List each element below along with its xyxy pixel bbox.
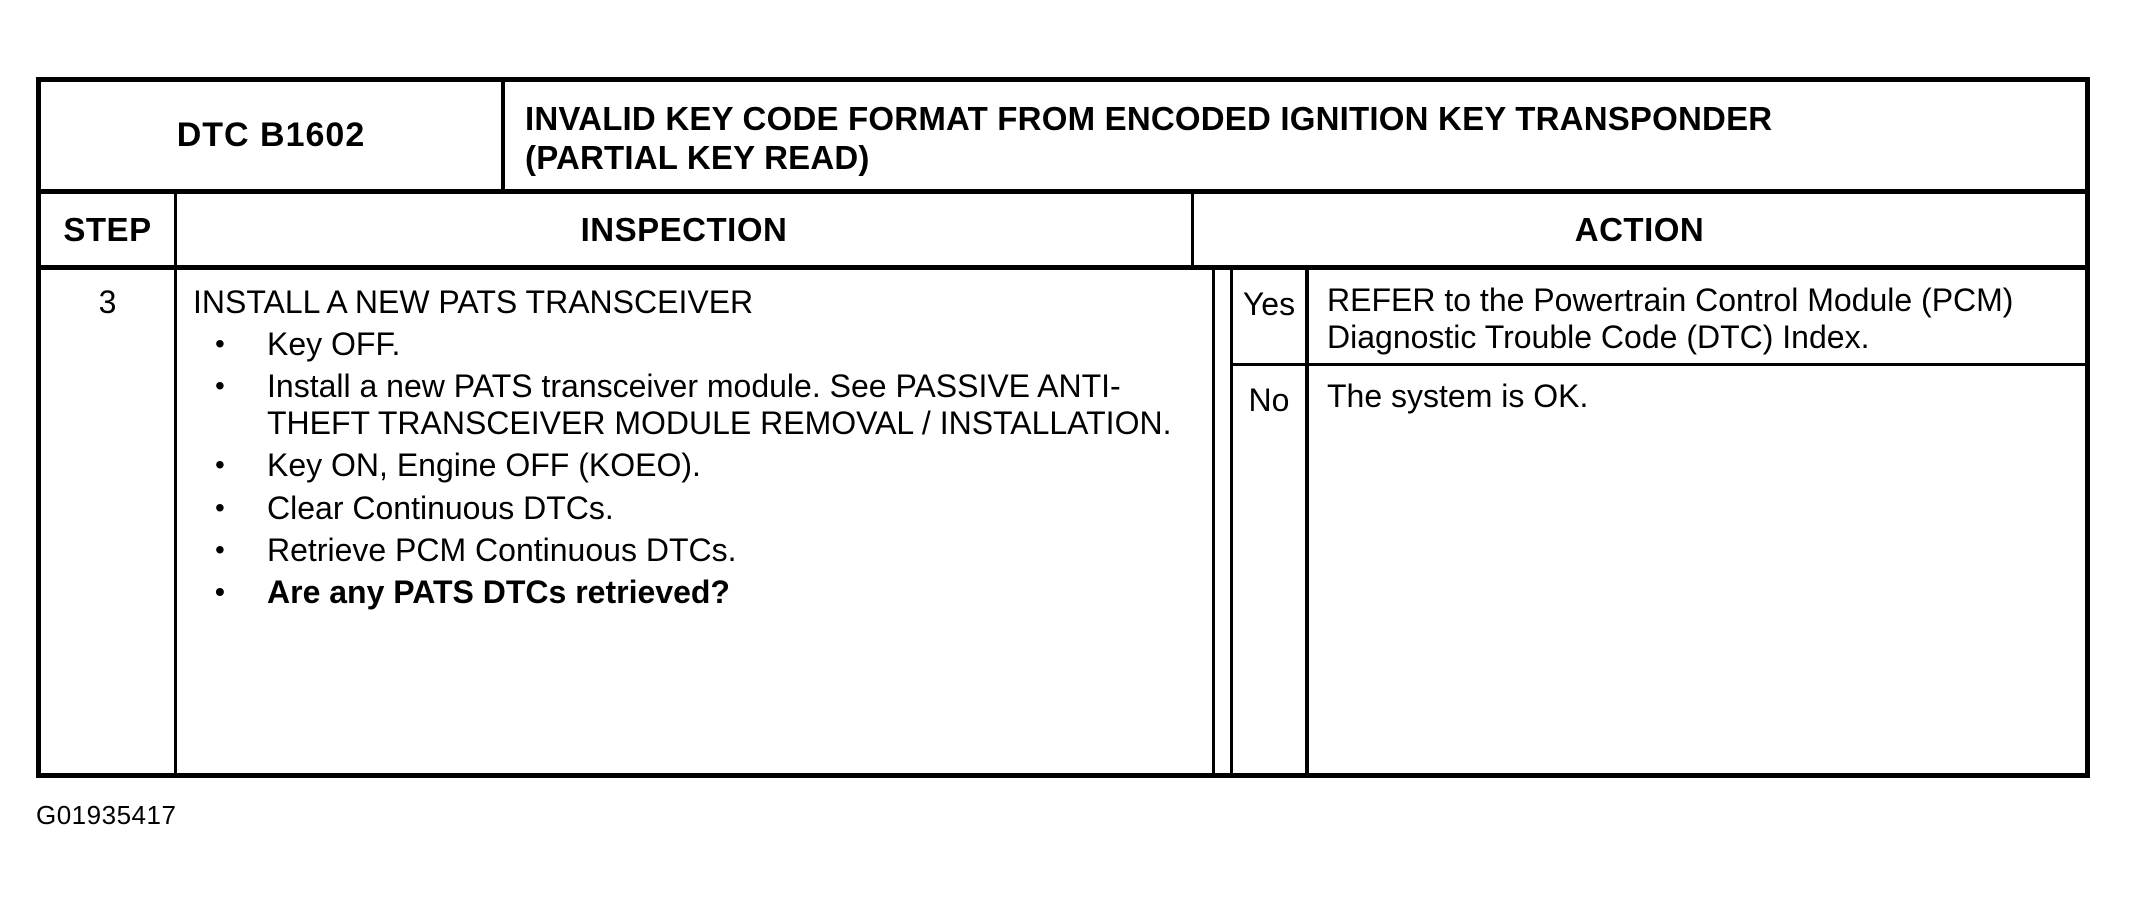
inspection-bullet-item: • Retrieve PCM Continuous DTCs. <box>193 532 1204 569</box>
table-body-row: 3 INSTALL A NEW PATS TRANSCEIVER • Key O… <box>41 270 2085 773</box>
action-text-no: The system is OK. <box>1327 378 1589 414</box>
bullet-icon: • <box>215 533 225 565</box>
column-header-row: STEP INSPECTION ACTION <box>41 194 2085 270</box>
dtc-title-line-2: (PARTIAL KEY READ) <box>525 138 870 176</box>
dtc-title-line-1: INVALID KEY CODE FORMAT FROM ENCODED IGN… <box>525 99 1773 137</box>
column-header-action: ACTION <box>1194 194 2085 265</box>
dtc-procedure-table: DTC B1602 INVALID KEY CODE FORMAT FROM E… <box>36 77 2090 778</box>
bullet-icon: • <box>215 575 225 607</box>
bullet-icon: • <box>215 328 225 360</box>
inspection-bullet-item-question: • Are any PATS DTCs retrieved? <box>193 574 1204 611</box>
column-header-action-label: ACTION <box>1574 210 1705 248</box>
inspection-bullet-item: • Key ON, Engine OFF (KOEO). <box>193 447 1204 484</box>
action-text-yes: REFER to the Powertrain Control Module (… <box>1309 270 2085 366</box>
inspection-bullet-text: Are any PATS DTCs retrieved? <box>267 573 730 610</box>
decision-answer-no-label: No <box>1248 382 1290 418</box>
inspection-bullet-text: Key ON, Engine OFF (KOEO). <box>267 447 701 484</box>
inspection-bullet-item: • Install a new PATS transceiver module.… <box>193 368 1204 442</box>
inspection-cell: INSTALL A NEW PATS TRANSCEIVER • Key OFF… <box>177 270 1215 773</box>
table-header-row: DTC B1602 INVALID KEY CODE FORMAT FROM E… <box>41 82 2085 194</box>
inspection-bullet-text: Install a new PATS transceiver module. S… <box>267 368 1172 442</box>
decision-answer-no: No <box>1233 366 1305 419</box>
decision-answer-yes-label: Yes <box>1242 286 1296 322</box>
dtc-code-cell: DTC B1602 <box>41 82 505 189</box>
column-header-inspection: INSPECTION <box>177 194 1194 265</box>
inspection-bullet-item: • Key OFF. <box>193 326 1204 363</box>
inspection-title: INSTALL A NEW PATS TRANSCEIVER <box>193 284 754 320</box>
figure-id-label: G01935417 <box>36 800 177 830</box>
inspection-bullet-item: • Clear Continuous DTCs. <box>193 490 1204 527</box>
inspection-bullet-list: • Key OFF. • Install a new PATS transcei… <box>193 326 1204 611</box>
bullet-icon: • <box>215 491 225 523</box>
step-number: 3 <box>98 284 117 320</box>
inspection-bullet-text: Clear Continuous DTCs. <box>267 489 614 526</box>
decision-answer-column: Yes No <box>1230 270 1309 773</box>
column-header-step-label: STEP <box>63 210 152 248</box>
action-column: REFER to the Powertrain Control Module (… <box>1309 270 2085 773</box>
inspection-bullet-text: Retrieve PCM Continuous DTCs. <box>267 531 737 568</box>
bullet-icon: • <box>215 449 225 481</box>
decision-answer-yes: Yes <box>1233 270 1305 366</box>
column-header-step: STEP <box>41 194 177 265</box>
step-number-cell: 3 <box>41 270 177 773</box>
bullet-icon: • <box>215 370 225 402</box>
dtc-code-label: DTC B1602 <box>176 116 366 154</box>
dtc-title-cell: INVALID KEY CODE FORMAT FROM ENCODED IGN… <box>509 82 2085 189</box>
inspection-bullet-text: Key OFF. <box>267 326 401 363</box>
column-header-inspection-label: INSPECTION <box>580 210 788 248</box>
